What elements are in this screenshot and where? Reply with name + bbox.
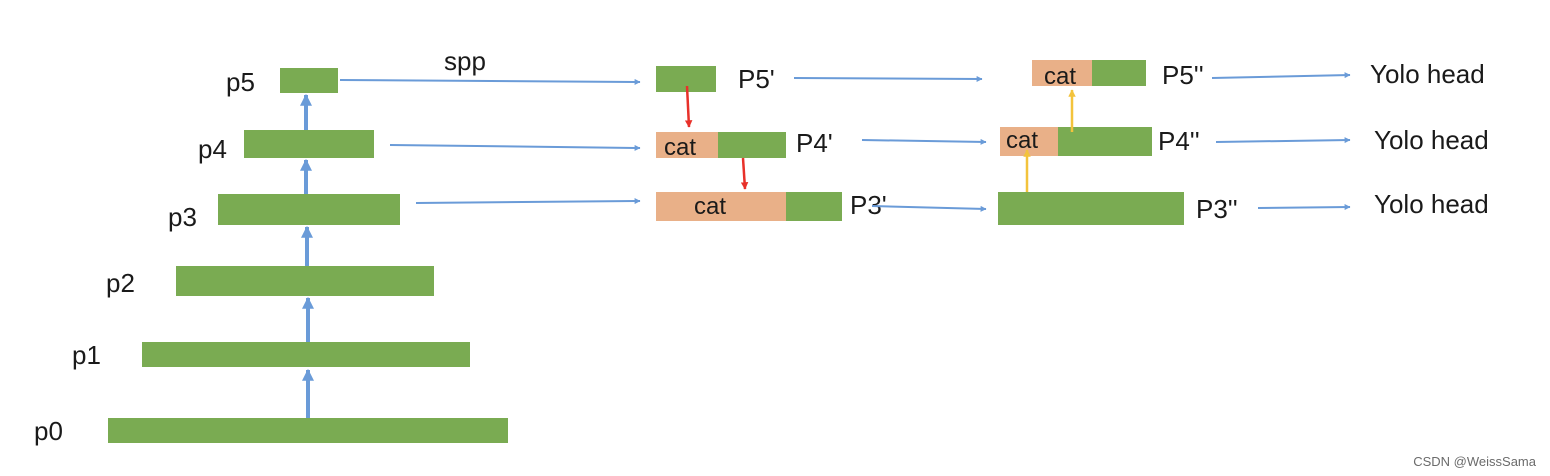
p3prime-feature-segment bbox=[786, 192, 842, 221]
arrow-p4pp-to-head bbox=[1215, 137, 1351, 144]
p3prime-cat-label: cat bbox=[694, 193, 726, 220]
p4prime-block: cat bbox=[656, 132, 786, 161]
arrow-red-p5-p4 bbox=[684, 85, 693, 128]
p4pp-cat-label: cat bbox=[1006, 127, 1038, 154]
p2-label: p2 bbox=[106, 268, 135, 298]
p5prime-label: P5' bbox=[738, 64, 775, 94]
head-label-p5: Yolo head bbox=[1370, 59, 1485, 89]
watermark: CSDN @WeissSama bbox=[1413, 454, 1537, 469]
arrow-spp bbox=[339, 78, 641, 85]
p4pp-feature-segment bbox=[1058, 127, 1152, 156]
arrow-p5pp-to-head bbox=[1211, 72, 1351, 79]
p5-bar bbox=[280, 68, 338, 93]
p5-label: p5 bbox=[226, 67, 255, 97]
p1-bar bbox=[142, 342, 470, 367]
p4pp-label: P4'' bbox=[1158, 126, 1200, 156]
p5pp-block: cat bbox=[1032, 60, 1146, 90]
p3prime-block: cat bbox=[656, 192, 842, 221]
arrow-p3-to-p3prime bbox=[415, 198, 641, 205]
spp-label: spp bbox=[444, 46, 486, 76]
arrow-p3prime-to-p3pp bbox=[871, 205, 987, 212]
p0-label: p0 bbox=[34, 416, 63, 446]
p5pp-cat-segment bbox=[1032, 60, 1092, 86]
p3-label: p3 bbox=[168, 202, 197, 232]
p5pp-label: P5'' bbox=[1162, 60, 1204, 90]
p4-label: p4 bbox=[198, 134, 227, 164]
p3prime-cat-segment bbox=[656, 192, 786, 221]
p5pp-feature-segment bbox=[1092, 60, 1146, 86]
arrow-red-p4-p3 bbox=[740, 157, 749, 190]
p3prime-label: P3' bbox=[850, 190, 887, 220]
p0-bar bbox=[108, 418, 508, 443]
arrow-p4prime-to-p4pp bbox=[861, 138, 987, 145]
p4prime-cat-label: cat bbox=[664, 134, 696, 161]
arrow-p5prime-to-p5pp bbox=[793, 75, 983, 82]
p2-bar bbox=[176, 266, 434, 296]
head-label-p3: Yolo head bbox=[1374, 189, 1489, 219]
p4prime-label: P4' bbox=[796, 128, 833, 158]
p3-bar bbox=[218, 194, 400, 225]
p3pp-bar bbox=[998, 192, 1184, 225]
p4pp-block: cat bbox=[1000, 127, 1152, 156]
head-label-p4: Yolo head bbox=[1374, 125, 1489, 155]
p4prime-feature-segment bbox=[718, 132, 786, 158]
arrow-p4-to-p4prime bbox=[389, 144, 641, 151]
p4-bar bbox=[244, 130, 374, 158]
p3pp-label: P3'' bbox=[1196, 194, 1238, 224]
p1-label: p1 bbox=[72, 340, 101, 370]
p5pp-cat-label: cat bbox=[1044, 63, 1076, 90]
arrow-p3pp-to-head bbox=[1257, 204, 1351, 211]
p4prime-cat-segment bbox=[656, 132, 718, 158]
